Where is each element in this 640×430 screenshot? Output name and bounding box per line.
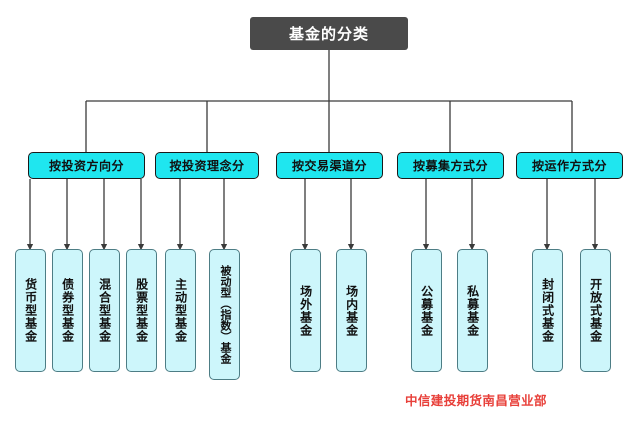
leaf-label: 混合型基金 [97, 278, 112, 343]
leaf-label: 被动型（指数）基金 [218, 265, 231, 364]
category-node-fundraising-method[interactable]: 按募集方式分 [397, 152, 504, 179]
leaf-label: 私募基金 [465, 284, 480, 337]
leaf-label: 场外基金 [298, 284, 313, 337]
leaf-label: 公募基金 [419, 284, 434, 337]
leaf-label: 主动型基金 [173, 278, 188, 343]
leaf-node-bond-fund[interactable]: 债券型基金 [52, 249, 83, 372]
leaf-node-public-fund[interactable]: 公募基金 [411, 249, 442, 372]
leaf-label: 封闭式基金 [540, 278, 555, 343]
leaf-label: 开放式基金 [588, 278, 603, 343]
leaf-node-otc-fund[interactable]: 场外基金 [290, 249, 321, 372]
leaf-node-open-end-fund[interactable]: 开放式基金 [580, 249, 611, 372]
footer-watermark: 中信建投期货南昌营业部 [405, 394, 547, 408]
leaf-node-passive-index-fund[interactable]: 被动型（指数）基金 [209, 249, 240, 380]
leaf-label: 债券型基金 [60, 278, 75, 343]
leaf-label: 股票型基金 [134, 278, 149, 343]
category-node-investment-philosophy[interactable]: 按投资理念分 [155, 152, 259, 179]
category-node-trading-channel[interactable]: 按交易渠道分 [276, 152, 383, 179]
category-node-investment-direction[interactable]: 按投资方向分 [28, 152, 145, 179]
leaf-node-private-fund[interactable]: 私募基金 [457, 249, 488, 372]
leaf-node-closed-end-fund[interactable]: 封闭式基金 [532, 249, 563, 372]
leaf-label: 货币型基金 [23, 278, 38, 343]
leaf-node-active-fund[interactable]: 主动型基金 [165, 249, 196, 372]
leaf-node-equity-fund[interactable]: 股票型基金 [126, 249, 157, 372]
leaf-node-hybrid-fund[interactable]: 混合型基金 [89, 249, 120, 372]
category-node-operation-method[interactable]: 按运作方式分 [516, 152, 623, 179]
root-node-title: 基金的分类 [250, 17, 408, 50]
leaf-label: 场内基金 [344, 284, 359, 337]
leaf-node-exchange-traded-fund[interactable]: 场内基金 [336, 249, 367, 372]
leaf-node-money-market-fund[interactable]: 货币型基金 [15, 249, 46, 372]
